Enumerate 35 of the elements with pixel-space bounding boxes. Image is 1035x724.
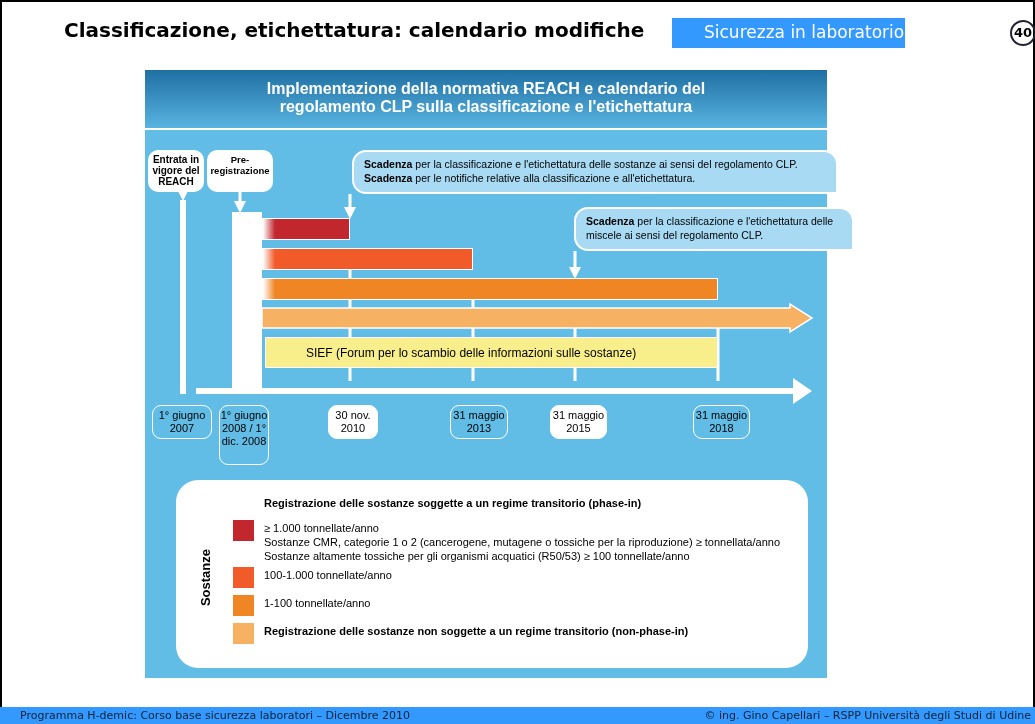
legend-text: Sostanze altamente tossiche per gli organismi acquatici (R50/53) ≥ 100 tonnellate/anno <box>264 550 690 562</box>
date-label: 30 nov. 2010 <box>328 405 378 439</box>
pre-registration-band <box>232 212 262 391</box>
date-label: 31 maggio 2015 <box>550 405 607 439</box>
callout-bubble <box>352 150 838 194</box>
callout-bubble: Pre-registrazione <box>207 150 273 192</box>
legend-text: Sostanze CMR, categorie 1 o 2 (cancerogene, mutagene o tossiche per la riproduzione) ≥ tonnellata/anno <box>264 536 780 548</box>
section-banner: Sicurezza in laboratorio <box>672 18 905 48</box>
legend-axis-label: Sostanze <box>197 547 213 609</box>
date-label: 31 maggio 2018 <box>693 405 750 439</box>
legend-text: Registrazione delle sostanze non soggette a un regime transitorio (non-phase-in) <box>264 625 689 637</box>
slide-title: Classificazione, etichettatura: calendario modifiche <box>64 18 645 42</box>
date-label: 1° giugno 2008 / 1° dic. 2008 <box>219 405 269 465</box>
timeline-bar: SIEF (Forum per lo scambio delle informazioni sulle sostanze) <box>265 337 718 368</box>
arrow <box>344 194 356 219</box>
callout-text: Scadenza per le notifiche relative alla classificazione e all'etichettatura. <box>364 171 697 185</box>
timeline-bar <box>262 218 350 240</box>
callout-bubble: Entrata in vigore del REACH <box>148 150 204 192</box>
arrow <box>569 251 581 279</box>
legend-text: 100-1.000 tonnellate/anno <box>264 569 392 581</box>
callout-text: Scadenza per la classificazione e l'etichettatura delle sostanze ai sensi del regolamento CLP. <box>364 157 799 171</box>
timeline-bar <box>262 248 473 270</box>
arrow <box>234 192 246 213</box>
date-label: 31 maggio 2013 <box>450 405 508 439</box>
legend-text: ≥ 1.000 tonnellate/anno <box>264 522 379 534</box>
footer-text: Programma H-demic: Corso base sicurezza laboratori – Dicembre 2010 <box>20 709 411 722</box>
callout-bubble: Scadenza per la classificazione e l'etichettatura delle miscele ai sensi del regolamento CLP. <box>574 207 854 251</box>
page-number: 40 <box>1010 20 1035 46</box>
date-label: 1° giugno 2007 <box>152 405 212 439</box>
chart-title: Implementazione della normativa REACH e calendario del regolamento CLP sulla classificazione e l'etichettatura <box>145 70 827 130</box>
legend-text: 1-100 tonnellate/anno <box>264 597 371 609</box>
arrow <box>177 189 189 201</box>
timeline-bar <box>262 278 718 300</box>
legend-heading: Registrazione delle sostanze soggette a un regime transitorio (phase-in) <box>264 497 642 509</box>
footer-text: © ing. Gino Capellari – RSPP Università degli Studi di Udine <box>704 709 1031 722</box>
